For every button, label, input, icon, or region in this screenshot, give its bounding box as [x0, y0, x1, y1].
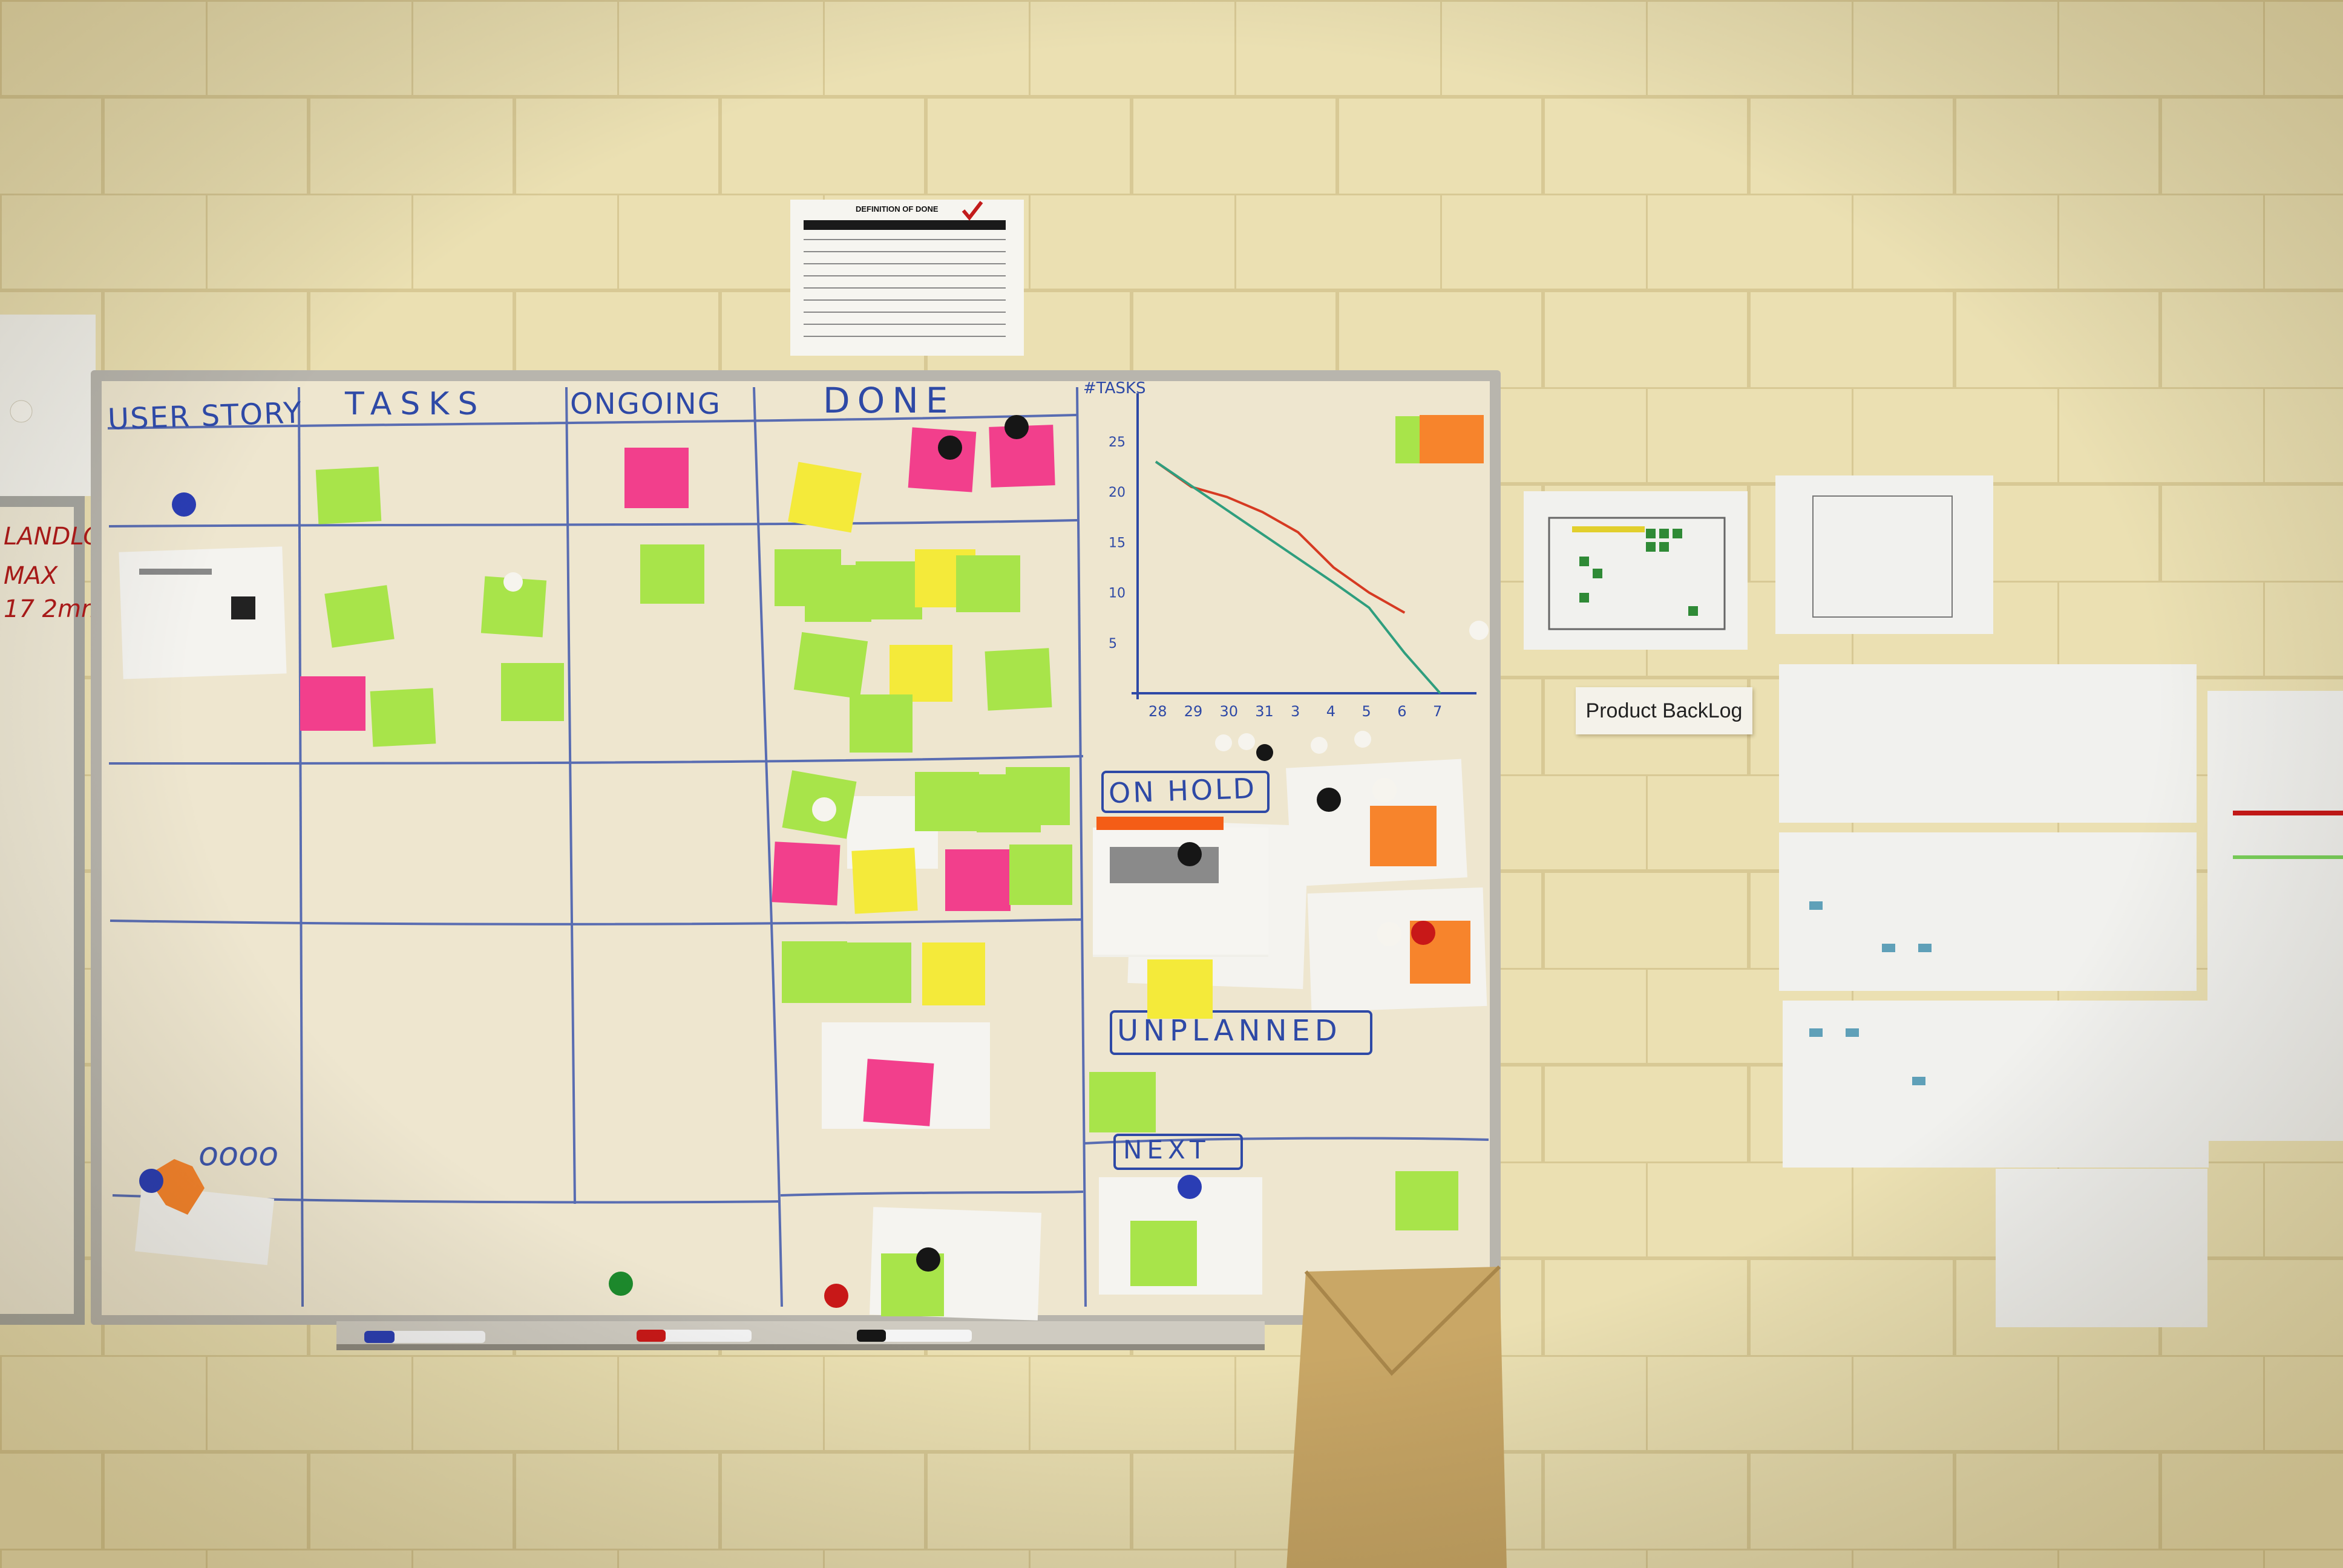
column-header-tasks: TASKS [345, 386, 487, 422]
dod-sheet-title: DEFINITION OF DONE [856, 204, 939, 214]
section-label-unplanned: UNPLANNED [1117, 1014, 1342, 1048]
column-header-user-story: USER STORY [107, 396, 303, 437]
section-label-on-hold: ON HOLD [1108, 771, 1257, 810]
column-header-ongoing: ONGOING [570, 387, 721, 421]
section-label-next: NEXT [1123, 1135, 1210, 1165]
product-backlog-label: Product BackLog [1576, 687, 1752, 734]
column-header-done: DONE [823, 380, 955, 421]
